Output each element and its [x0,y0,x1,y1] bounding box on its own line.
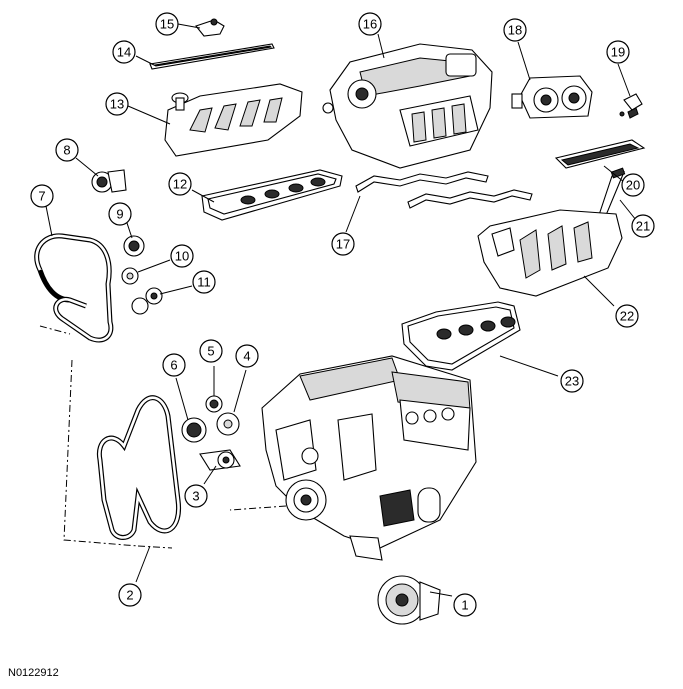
callout-5-label: 5 [207,344,214,359]
part-10-idler [121,267,139,285]
callout-5: 5 [199,339,223,363]
part-13-intake-manifold [164,83,303,157]
part-9-idler [123,235,145,257]
engine-block [261,355,477,561]
part-7-belt [34,233,114,343]
belt-routing-path [39,325,287,549]
part-22-valve-cover [477,209,623,297]
callout-21-label: 21 [636,219,650,234]
callout-20-label: 20 [626,178,640,193]
callout-16: 16 [358,12,382,36]
callout-14-label: 14 [117,45,131,60]
part-12-gasket [201,169,343,221]
callout-10-label: 10 [175,249,189,264]
callout-3-label: 3 [192,489,199,504]
part-20-coil-cover [554,139,646,169]
callout-11: 11 [192,270,216,294]
callout-12: 12 [168,172,192,196]
part-17-gaskets [355,171,533,209]
part-19-sensor [619,93,643,119]
callout-18-label: 18 [508,23,522,38]
callout-10: 10 [170,244,194,268]
part-6-pulley [181,417,207,443]
callout-22-label: 22 [620,309,634,324]
callout-13-label: 13 [110,97,124,112]
callout-6-label: 6 [170,358,177,373]
part-1-alternator [377,575,441,625]
callout-18: 18 [503,18,527,42]
callout-2-label: 2 [126,588,133,603]
callout-17: 17 [331,232,355,256]
part-4-pulley [216,412,240,436]
callout-19: 19 [606,40,630,64]
callout-9-label: 9 [116,207,123,222]
part-23-gasket [401,301,521,371]
part-14-gasket-strip [149,43,275,70]
callout-14: 14 [112,40,136,64]
callout-22: 22 [615,304,639,328]
part-5-pulley [205,395,223,413]
callout-7: 7 [30,184,54,208]
callout-17-label: 17 [336,237,350,252]
callout-11-label: 11 [197,275,211,290]
part-11-idler [131,287,163,315]
part-15-bracket [195,18,225,37]
callout-13: 13 [105,92,129,116]
leader-lines [45,23,637,597]
part-16-supercharger [322,43,493,169]
callout-1: 1 [453,593,477,617]
callout-2: 2 [118,583,142,607]
callout-16-label: 16 [363,17,377,32]
part-3-tensioner [199,449,241,471]
figure-id-label: N0122912 [8,667,59,679]
callout-7-label: 7 [38,189,45,204]
callout-15-label: 15 [160,17,174,32]
callout-3: 3 [184,484,208,508]
part-8-pulley [91,169,127,193]
part-18-throttle-body [511,75,593,119]
callout-23-label: 23 [565,374,579,389]
callout-1-label: 1 [461,598,468,613]
callout-9: 9 [108,202,132,226]
callout-12-label: 12 [173,177,187,192]
callout-21: 21 [631,214,655,238]
part-2-belt [96,395,182,540]
callout-4-label: 4 [243,349,250,364]
callout-20: 20 [621,173,645,197]
callout-8-label: 8 [63,143,70,158]
callout-19-label: 19 [611,45,625,60]
callout-15: 15 [155,12,179,36]
callout-6: 6 [162,353,186,377]
callout-4: 4 [235,344,259,368]
callout-23: 23 [560,369,584,393]
callout-8: 8 [55,138,79,162]
part-21-coil [597,167,626,221]
